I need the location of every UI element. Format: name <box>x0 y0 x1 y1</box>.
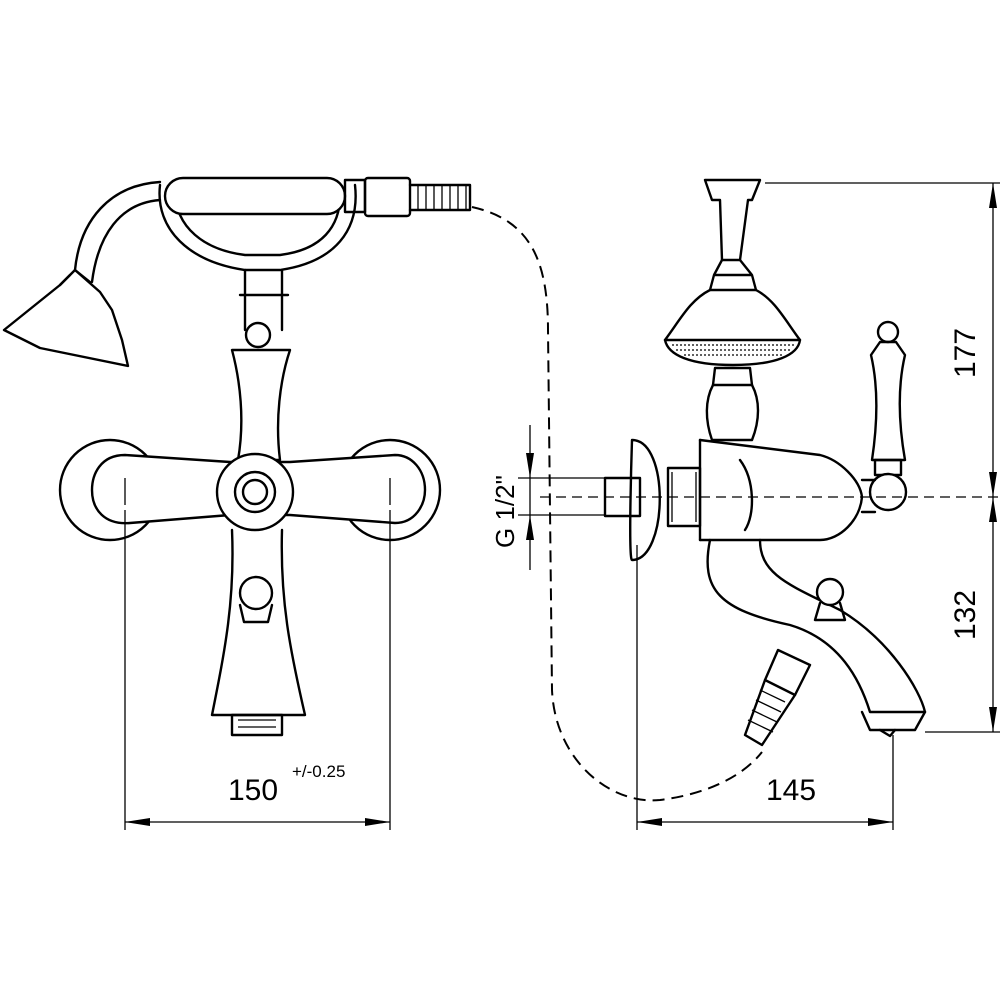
shower-bracket <box>703 178 762 262</box>
side-view-faucet <box>603 178 927 747</box>
tolerance-label: +/-0.25 <box>292 762 345 781</box>
dimension-width-label: 150 <box>228 774 278 807</box>
diverter-knob <box>238 575 274 611</box>
aerator <box>230 713 284 737</box>
shower-neck <box>73 180 162 284</box>
dimension-lower-height-label: 132 <box>949 590 982 640</box>
spout-side <box>706 538 927 714</box>
wall-flange-side <box>629 438 661 562</box>
dimension-projection-label: 145 <box>766 774 816 807</box>
mixer-body-side <box>698 438 864 542</box>
hose-outlet <box>763 648 812 697</box>
dimension-upper-height-label: 177 <box>949 328 982 378</box>
thread-size-label: G 1/2" <box>490 475 520 548</box>
hose-connector <box>363 176 412 218</box>
shower-head-side <box>663 288 802 342</box>
handset-grip <box>163 176 347 216</box>
diverter-knob-side <box>815 577 845 607</box>
center-hub <box>215 452 295 532</box>
lever-handle <box>869 340 907 462</box>
diverter-body <box>230 348 292 462</box>
hand-shower-head <box>2 268 130 368</box>
dimension-lines <box>124 182 1000 830</box>
front-view-faucet <box>2 176 472 737</box>
